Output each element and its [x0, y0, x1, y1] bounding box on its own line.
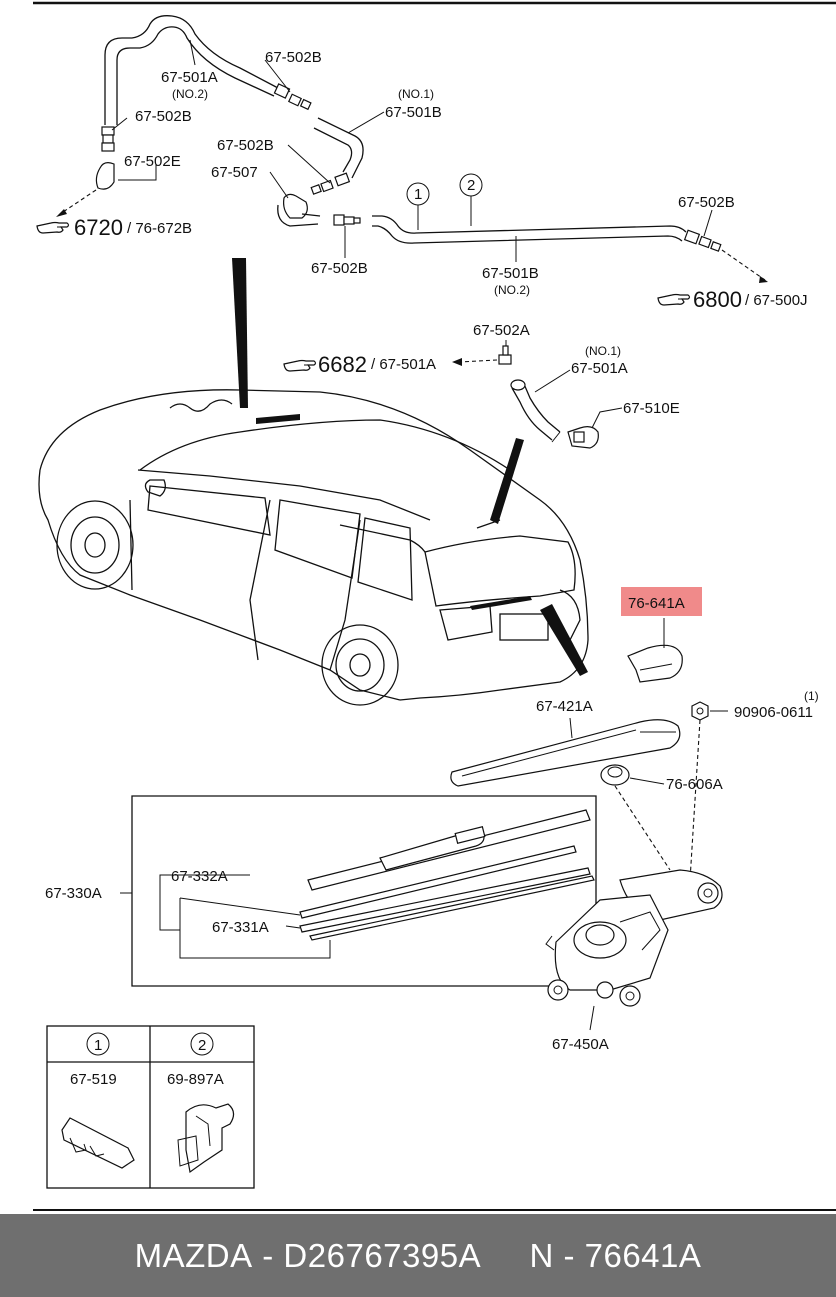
- rear-washer-parts: [452, 340, 623, 449]
- hand-pointer-icon: [283, 359, 317, 372]
- label-no2-top: (NO.2): [172, 87, 208, 101]
- footer-bar: MAZDA - D26767395A N - 76641A: [0, 1214, 836, 1297]
- label-67-421A: 67-421A: [536, 698, 593, 715]
- highlight-76641A: [621, 587, 702, 616]
- label-67-501A-ref: / 67-501A: [371, 356, 436, 373]
- label-circle-1: 1: [414, 186, 422, 203]
- parts-diagram: 67-501A (NO.2) 67-502B (NO.1) 67-501B 67…: [33, 1, 836, 1211]
- label-67-330A: 67-330A: [45, 885, 102, 902]
- label-no1-a: (NO.1): [398, 87, 434, 101]
- label-67-502A: 67-502A: [473, 322, 530, 339]
- label-67-501A-top: 67-501A: [161, 69, 218, 86]
- hand-pointer-icon: [36, 221, 70, 234]
- label-67-331A: 67-331A: [212, 919, 269, 936]
- legend-table: [46, 1025, 255, 1189]
- footer-ref-number: 76641A: [584, 1236, 702, 1274]
- rear-wiper-arm-group: [450, 587, 728, 881]
- footer-brand: MAZDA: [134, 1236, 253, 1274]
- label-67-510E: 67-510E: [623, 400, 680, 417]
- label-76-606A: 76-606A: [666, 776, 723, 793]
- label-no2-mid: (NO.2): [494, 283, 530, 297]
- label-67-450A: 67-450A: [552, 1036, 609, 1053]
- label-76-672B: / 76-672B: [127, 220, 192, 237]
- label-6682: 6682: [318, 352, 367, 377]
- label-67-501A-mid: 67-501A: [571, 360, 628, 377]
- label-6800: 6800: [693, 287, 742, 312]
- label-67-500J: / 67-500J: [745, 292, 808, 309]
- legend-col1-part: 67-519: [70, 1071, 117, 1088]
- car-illustration: [38, 258, 589, 706]
- label-67-501B-mid: 67-501B: [482, 265, 539, 282]
- label-76-641A: 76-641A: [628, 595, 685, 612]
- label-6720: 6720: [74, 215, 123, 240]
- label-qty-1: (1): [804, 689, 819, 703]
- label-67-502B-3: 67-502B: [217, 137, 274, 154]
- legend-col2-part: 69-897A: [167, 1071, 224, 1088]
- hand-pointer-icon: [657, 293, 691, 306]
- legend-col1-number: 1: [94, 1037, 102, 1054]
- label-67-502E: 67-502E: [124, 153, 181, 170]
- label-67-502B-2: 67-502B: [135, 108, 192, 125]
- label-67-501B-top: 67-501B: [385, 104, 442, 121]
- wiper-blade-assembly: [120, 795, 597, 987]
- footer-part-number: D26767395A: [283, 1236, 482, 1274]
- label-67-507: 67-507: [211, 164, 258, 181]
- label-67-502B-1: 67-502B: [265, 49, 322, 66]
- footer-gap: [481, 1237, 529, 1275]
- washer-hose-assembly: [56, 15, 768, 283]
- label-67-502B-4: 67-502B: [678, 194, 735, 211]
- legend-col2-number: 2: [198, 1037, 206, 1054]
- label-67-332A: 67-332A: [171, 868, 228, 885]
- label-no1-b: (NO.1): [585, 344, 621, 358]
- label-67-502B-5: 67-502B: [311, 260, 368, 277]
- label-90906-0611: 90906-0611: [734, 704, 813, 721]
- wiper-motor: [545, 869, 723, 1031]
- footer-separator-2: -: [553, 1236, 585, 1274]
- label-circle-2: 2: [467, 177, 475, 194]
- footer-n: N: [529, 1236, 554, 1274]
- footer-separator: -: [252, 1236, 284, 1274]
